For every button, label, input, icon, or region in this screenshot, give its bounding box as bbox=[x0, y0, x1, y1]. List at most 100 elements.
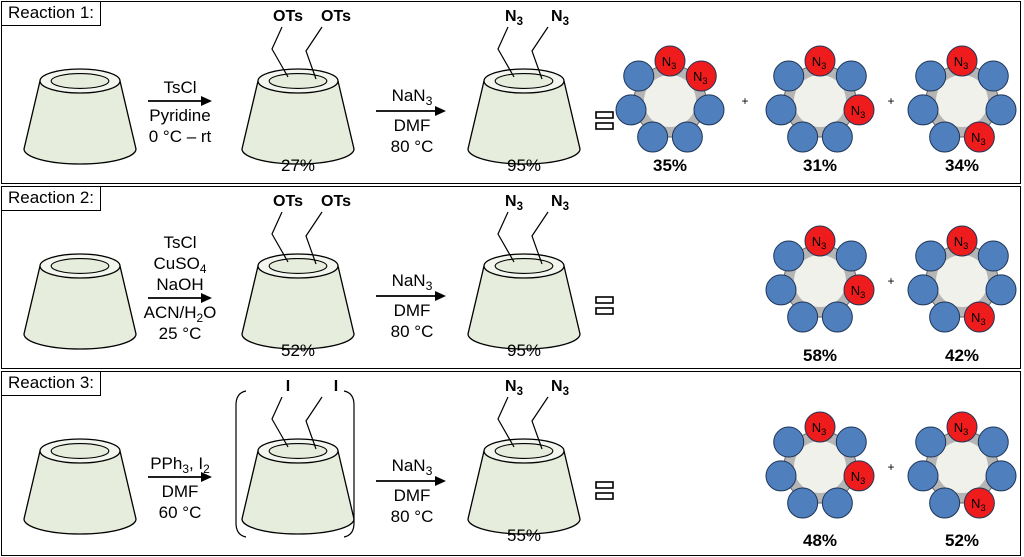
arrow-icon bbox=[148, 96, 212, 106]
azide-unit-label: N3 bbox=[812, 54, 827, 71]
azide-unit-label: N3 bbox=[954, 54, 969, 71]
arrow-icon bbox=[376, 291, 446, 301]
yield-label: 52% bbox=[281, 341, 315, 360]
plus-sign: + bbox=[741, 94, 748, 108]
cyclodextrin-start bbox=[23, 438, 137, 535]
substituent-label: I bbox=[286, 378, 290, 395]
isomer-percentage: 48% bbox=[803, 531, 837, 550]
azide-unit bbox=[946, 411, 978, 443]
glucose-unit bbox=[915, 426, 947, 458]
glucose-unit bbox=[773, 426, 805, 458]
glucose-unit bbox=[773, 60, 805, 92]
glucose-unit bbox=[985, 94, 1017, 126]
glucose-unit bbox=[907, 274, 939, 306]
glucose-unit bbox=[821, 487, 853, 519]
glucose-unit bbox=[787, 121, 819, 153]
substituent-label: OTs bbox=[273, 193, 303, 210]
cyclodextrin-ring bbox=[907, 411, 1017, 519]
azide-unit-label: N3 bbox=[662, 54, 677, 71]
substituent-label: OTs bbox=[273, 8, 303, 25]
glucose-unit bbox=[787, 301, 819, 333]
equivalence-icon bbox=[595, 481, 614, 500]
azide-unit-label: N3 bbox=[851, 283, 866, 300]
condition-label: DMF bbox=[394, 301, 431, 320]
reagent-label: TsCl bbox=[163, 78, 196, 97]
substituted-cyclodextrin bbox=[467, 68, 581, 165]
azide-unit-label: N3 bbox=[812, 420, 827, 437]
arrow-icon bbox=[376, 476, 446, 486]
substituent-label: N3 bbox=[505, 193, 523, 213]
azide-unit-label: N3 bbox=[971, 310, 986, 327]
azide-unit bbox=[654, 45, 686, 77]
plus-sign: + bbox=[887, 460, 894, 474]
cyclodextrin-ring bbox=[765, 225, 875, 333]
azide-unit-label: N3 bbox=[954, 420, 969, 437]
glucose-unit bbox=[915, 60, 947, 92]
reagent-label: CuSO4 bbox=[154, 254, 207, 276]
reagent-label: NaN3 bbox=[392, 456, 433, 478]
glucose-unit bbox=[693, 94, 725, 126]
glucose-unit bbox=[765, 94, 797, 126]
reagent-label: NaOH bbox=[156, 275, 203, 294]
glucose-unit bbox=[929, 487, 961, 519]
cyclodextrin-ring bbox=[615, 45, 725, 153]
azide-unit-label: N3 bbox=[851, 103, 866, 120]
cyclodextrin-ring bbox=[907, 45, 1017, 153]
azide-unit bbox=[963, 487, 995, 519]
condition-label: 60 °C bbox=[159, 503, 202, 522]
cyclodextrin-ring bbox=[765, 45, 875, 153]
azide-unit bbox=[843, 94, 875, 126]
substituent-label: OTs bbox=[321, 8, 351, 25]
isomer-percentage: 34% bbox=[945, 156, 979, 175]
glucose-unit bbox=[835, 240, 867, 272]
intermediate-brackets bbox=[235, 390, 355, 538]
substituted-cyclodextrin bbox=[241, 438, 355, 535]
glucose-unit bbox=[615, 94, 647, 126]
substituent-arms bbox=[497, 396, 549, 450]
glucose-unit bbox=[787, 487, 819, 519]
arrow-icon bbox=[148, 472, 212, 482]
azide-unit-label: N3 bbox=[954, 234, 969, 251]
isomer-percentage: 42% bbox=[945, 346, 979, 365]
azide-unit bbox=[963, 301, 995, 333]
isomer-percentage: 35% bbox=[653, 156, 687, 175]
azide-unit-label: N3 bbox=[971, 496, 986, 513]
substituent-arms bbox=[271, 26, 323, 80]
glucose-unit bbox=[977, 426, 1009, 458]
plus-sign: + bbox=[887, 94, 894, 108]
azide-unit-label: N3 bbox=[812, 234, 827, 251]
reaction-label: Reaction 2: bbox=[2, 187, 101, 211]
substituent-arms bbox=[497, 211, 549, 265]
cyclodextrin-start bbox=[23, 68, 137, 165]
glucose-unit bbox=[977, 60, 1009, 92]
reaction-label: Reaction 3: bbox=[2, 372, 101, 396]
glucose-unit bbox=[623, 60, 655, 92]
substituent-arms bbox=[497, 26, 549, 80]
substituted-cyclodextrin bbox=[241, 68, 355, 165]
equivalence-icon bbox=[595, 111, 614, 130]
condition-label: 80 °C bbox=[391, 322, 434, 341]
glucose-unit bbox=[821, 301, 853, 333]
glucose-unit bbox=[773, 240, 805, 272]
glucose-unit bbox=[915, 240, 947, 272]
substituent-label: I bbox=[334, 378, 338, 395]
glucose-unit bbox=[765, 460, 797, 492]
yield-label: 55% bbox=[507, 526, 541, 545]
reagent-label: NaN3 bbox=[392, 86, 433, 108]
condition-label: 0 °C – rt bbox=[149, 127, 212, 146]
glucose-unit bbox=[907, 94, 939, 126]
reagent-label: PPh3, I2 bbox=[150, 454, 210, 476]
substituent-label: N3 bbox=[551, 8, 569, 28]
azide-unit-label: N3 bbox=[693, 69, 708, 86]
azide-unit bbox=[946, 225, 978, 257]
reagent-label: TsCl bbox=[163, 233, 196, 252]
isomer-percentage: 52% bbox=[945, 531, 979, 550]
glucose-unit bbox=[977, 240, 1009, 272]
azide-unit bbox=[843, 274, 875, 306]
reaction-label: Reaction 1: bbox=[2, 2, 101, 26]
glucose-unit bbox=[765, 274, 797, 306]
glucose-unit bbox=[985, 274, 1017, 306]
cyclodextrin-start bbox=[23, 253, 137, 350]
condition-label: ACN/H2O bbox=[144, 303, 217, 325]
yield-label: 95% bbox=[507, 341, 541, 360]
